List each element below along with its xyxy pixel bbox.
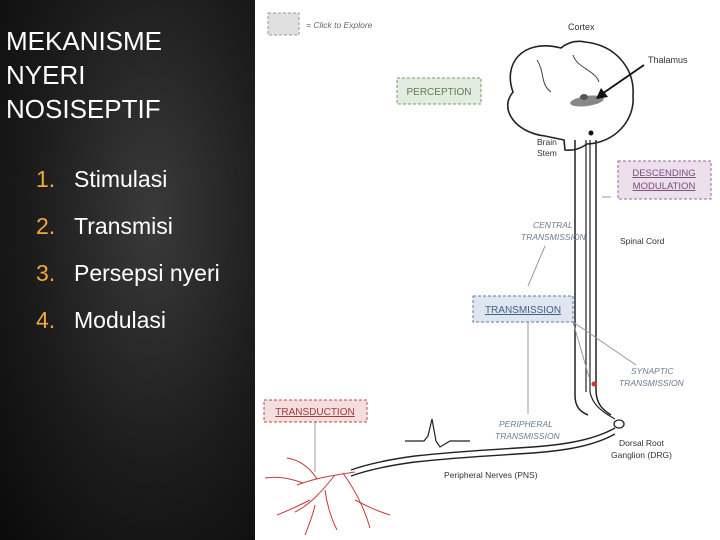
thalamus-label: Thalamus xyxy=(648,55,688,65)
list-item: 2. Transmisi xyxy=(36,213,220,260)
pns-label: Peripheral Nerves (PNS) xyxy=(444,470,538,480)
title-line: MEKANISME xyxy=(6,26,163,56)
legend-text: = Click to Explore xyxy=(306,20,373,30)
slide-title: MEKANISME NYERI NOSISEPTIF xyxy=(6,24,251,126)
spinal-cord-right xyxy=(595,140,612,416)
mechanism-list: 1. Stimulasi 2. Transmisi 3. Persepsi nyeri… xyxy=(36,166,220,354)
descending-modulation-box[interactable] xyxy=(617,160,712,200)
thalamus-arrow-head xyxy=(596,88,608,99)
brain-outline xyxy=(507,40,634,151)
brain-fold xyxy=(536,59,552,93)
pain-pathway-diagram: = Click to Explore xyxy=(255,0,720,540)
list-number: 2. xyxy=(36,213,56,239)
drg-label: Ganglion (DRG) xyxy=(611,450,672,460)
action-potential-wave xyxy=(405,418,470,448)
diagram-svg: = Click to Explore xyxy=(263,12,712,536)
pointer-synaptic xyxy=(572,321,590,378)
peripheral-nerve xyxy=(350,427,616,471)
perception-label: PERCEPTION xyxy=(406,87,471,98)
list-item: 1. Stimulasi xyxy=(36,166,220,213)
drg-ganglion xyxy=(613,419,625,429)
drg-label: Dorsal Root xyxy=(619,438,665,448)
thalamus-core xyxy=(580,94,588,100)
peripheral-transmission-label: PERIPHERAL xyxy=(499,419,553,429)
nerve-endings xyxy=(264,457,391,536)
brainstem-label: Brain xyxy=(537,137,557,147)
list-text: Stimulasi xyxy=(74,166,168,192)
transduction-box[interactable] xyxy=(263,399,368,423)
thalamus-arrow-line xyxy=(598,64,645,97)
central-transmission-label: CENTRAL xyxy=(533,220,573,230)
list-number: 3. xyxy=(36,260,56,286)
synaptic-transmission-label: SYNAPTIC xyxy=(631,366,674,376)
peripheral-nerve xyxy=(350,433,616,477)
spinal-cord-label: Spinal Cord xyxy=(620,236,665,246)
list-text: Transmisi xyxy=(74,213,173,239)
transduction-label: TRANSDUCTION xyxy=(275,407,354,418)
list-item: 4. Modulasi xyxy=(36,307,220,354)
title-line: NOSISEPTIF xyxy=(6,94,161,124)
perception-box[interactable] xyxy=(396,77,482,105)
slide-left-panel: MEKANISME NYERI NOSISEPTIF 1. Stimulasi 2… xyxy=(0,0,255,540)
list-text: Modulasi xyxy=(74,307,167,333)
synaptic-transmission-label: TRANSMISSION xyxy=(619,378,685,388)
modulation-label: MODULATION xyxy=(633,181,696,192)
transmission-label: TRANSMISSION xyxy=(485,305,561,316)
transmission-box[interactable] xyxy=(472,295,574,323)
legend-swatch xyxy=(267,12,300,36)
list-item: 3. Persepsi nyeri xyxy=(36,260,220,307)
peripheral-transmission-label: TRANSMISSION xyxy=(495,431,561,441)
cortex-label: Cortex xyxy=(568,22,595,32)
brainstem-label: Stem xyxy=(537,148,557,158)
central-transmission-label: TRANSMISSION xyxy=(521,232,587,242)
descending-label: DESCENDING xyxy=(632,168,695,179)
thalamus-shape xyxy=(570,95,604,107)
brain-fold xyxy=(572,54,600,83)
pointer-synaptic xyxy=(572,321,637,366)
spinal-tract xyxy=(589,391,616,420)
list-number: 4. xyxy=(36,307,56,333)
pointer-central xyxy=(527,245,546,287)
spinal-cord-left xyxy=(574,140,589,416)
list-text: Persepsi nyeri xyxy=(74,260,220,286)
brainstem-node xyxy=(588,130,594,136)
synapse-node xyxy=(591,381,597,387)
title-line: NYERI xyxy=(6,60,86,90)
list-number: 1. xyxy=(36,166,56,192)
